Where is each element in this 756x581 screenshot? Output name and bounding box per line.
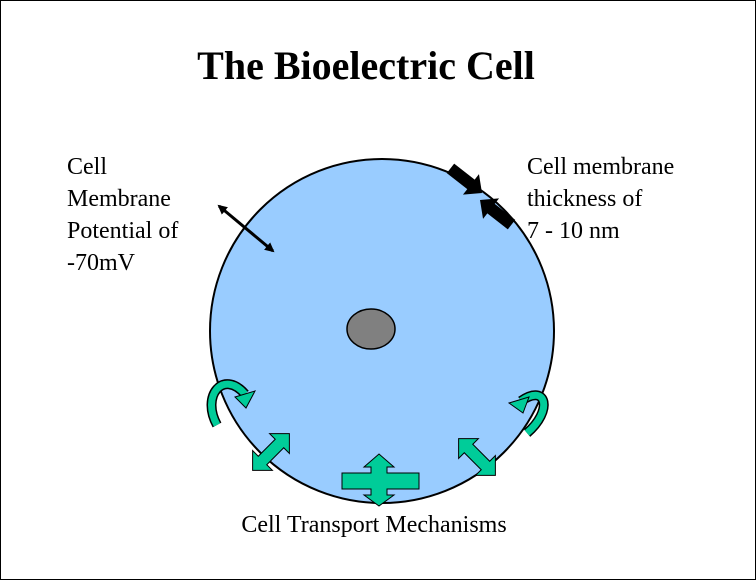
transport-mechanisms-label: Cell Transport Mechanisms: [241, 512, 507, 538]
membrane-thickness-line: thickness of: [527, 186, 643, 212]
membrane-potential-line: -70mV: [67, 250, 135, 276]
membrane-potential-arrow: [217, 204, 275, 253]
membrane-potential-label: Cell Membrane Potential of -70mV: [67, 151, 178, 279]
curved-transport-arrow-right-icon: [507, 390, 549, 437]
transport-arrow-lower-right-icon: [458, 438, 496, 476]
membrane-potential-line: Potential of: [67, 218, 179, 244]
membrane-potential-line: Membrane: [67, 186, 171, 212]
nucleus: [346, 308, 396, 350]
membrane-thickness-line: 7 - 10 nm: [527, 218, 620, 244]
curved-transport-arrow-left-icon: [206, 379, 257, 428]
transport-arrow-four-way-icon: [341, 453, 420, 507]
slide-title: The Bioelectric Cell: [197, 43, 535, 88]
transport-arrow-lower-left-icon: [252, 433, 290, 471]
membrane-potential-line: Cell: [67, 154, 107, 180]
thickness-arrow-outer-icon: [446, 163, 482, 195]
thickness-arrow-inner-icon: [480, 198, 516, 230]
membrane-thickness-line: Cell membrane: [527, 154, 675, 180]
membrane-thickness-label: Cell membrane thickness of 7 - 10 nm: [527, 151, 674, 247]
